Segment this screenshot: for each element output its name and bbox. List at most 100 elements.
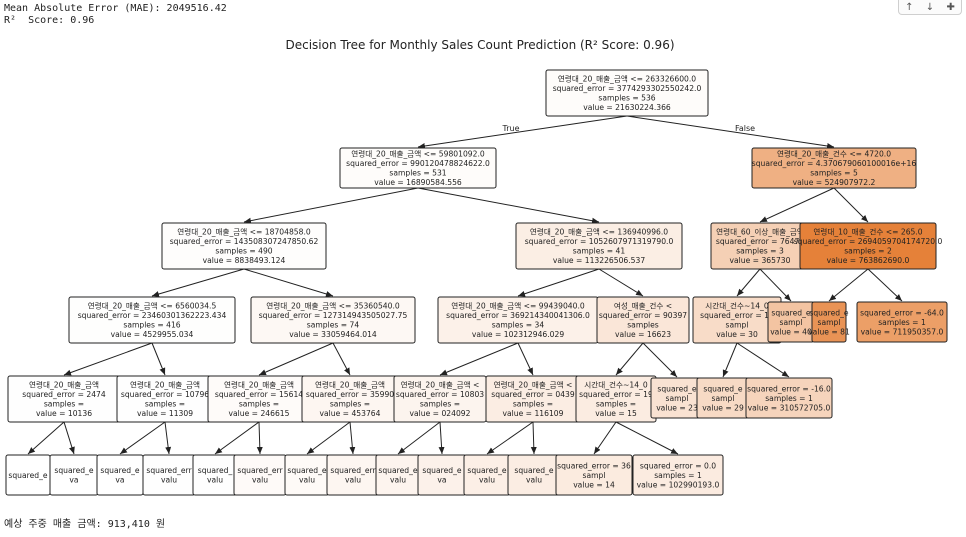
tree-edge xyxy=(615,342,644,376)
tree-node-line: samples = 74 xyxy=(307,321,360,330)
tree-node-line: samples = xyxy=(513,400,553,409)
tree-node-box xyxy=(545,69,709,117)
tree-edge xyxy=(306,421,351,455)
tree-node-line: samples = 3 xyxy=(736,247,784,256)
tree-node-line: value = 310572705.0 xyxy=(748,403,831,412)
tree-node-line: squared_e xyxy=(8,471,47,480)
tree-node: 여성_매출_건수 <squared_error = 90397samplesva… xyxy=(596,296,690,344)
tree-node-line: 연령대_20_매출_금액 < xyxy=(401,380,480,390)
tree-node-line: sampl xyxy=(780,318,803,327)
tree-node-line: 연령대_20_매출_금액 xyxy=(315,380,385,390)
tree-node-line: value = 23 xyxy=(656,403,698,412)
tree-node-line: valu xyxy=(526,476,542,485)
tree-node-line: squared_e xyxy=(422,466,461,475)
tree-node-box xyxy=(751,147,917,189)
tree-edge xyxy=(626,115,835,149)
tree-node-line: squared_e xyxy=(514,466,553,475)
tree-node-line: value = 116109 xyxy=(503,409,564,418)
tree-node-box xyxy=(68,296,236,344)
tree-edge xyxy=(867,268,903,302)
tree-node-box xyxy=(250,296,416,344)
tree-node-line: squared_e xyxy=(378,466,417,475)
tree-node-line: 시간대_건수~14_0 xyxy=(584,380,648,390)
arrow-down-icon[interactable]: ↓ xyxy=(925,1,935,13)
tree-node-line: value = 453764 xyxy=(320,409,381,418)
tree-node-line: 연령대_20_매출_금액 xyxy=(224,380,294,390)
tree-edge xyxy=(256,421,263,455)
pin-icon[interactable]: ✚ xyxy=(946,1,955,13)
tree-node-line: va xyxy=(115,476,124,485)
mae-metric: Mean Absolute Error (MAE): 2049516.42 xyxy=(4,3,227,14)
tree-node-line: squared_error = 1052607971319790.0 xyxy=(525,237,674,246)
tree-node-line: squared_error = 990120478824622.0 xyxy=(346,159,490,168)
tree-node-box xyxy=(161,222,327,270)
chart-title: Decision Tree for Monthly Sales Count Pr… xyxy=(285,38,674,52)
forecast-text: 예상 주중 매출 금액: 913,410 원 xyxy=(4,519,166,530)
tree-node-line: squared_err xyxy=(146,466,192,475)
tree-node: 연령대_20_매출_금액 <= 59801092.0squared_error … xyxy=(339,147,497,189)
tree-node-line: squared_e xyxy=(703,384,742,393)
tree-node-line: squared_error = 15614 xyxy=(215,390,303,399)
tree-node-line: squared_error = 0439 xyxy=(491,390,575,399)
tree-node-line: value = 21630224.366 xyxy=(583,103,671,112)
tree-node-line: samples = xyxy=(330,400,370,409)
tree-node: 연령대_20_매출_금액 <= 18704858.0squared_error … xyxy=(161,222,327,270)
tree-node-line: value = 763862690.0 xyxy=(827,256,910,265)
tree-edge xyxy=(243,187,419,224)
tree-node-line: value = 81 xyxy=(808,327,850,336)
tree-node-line: squared_error = 10796 xyxy=(121,390,209,399)
tree-node-line: va xyxy=(69,476,78,485)
tree-node-line: 연령대_20_매출_금액 xyxy=(130,380,200,390)
tree-node-line: squared_error = 23460301362223.434 xyxy=(78,311,227,320)
tree-edge xyxy=(63,421,75,455)
tree-node-line: squared_error = 3774293302550242.0 xyxy=(553,84,702,93)
tree-node-line: value = 16623 xyxy=(615,330,671,339)
tree-node: 연령대_20_매출_금액 <= 136940996.0squared_error… xyxy=(515,222,683,270)
tree-edge xyxy=(736,342,790,378)
tree-node-line: valu xyxy=(161,476,177,485)
tree-node-line: squared_error = -64.0 xyxy=(860,308,944,317)
tree-node-line: samples = 531 xyxy=(389,169,446,178)
tree-node-line: squared_error = 369214340041306.0 xyxy=(446,311,590,320)
tree-node-line: 시간대_건수~14_0 xyxy=(705,301,769,311)
tree-node-line: squared_error = 19 xyxy=(579,390,653,399)
tree-node-line: samples = 536 xyxy=(598,94,655,103)
tree-edge xyxy=(151,268,245,297)
tree-node-line: samples = xyxy=(596,400,636,409)
tree-node-line: 연령대_20_매출_금액 <= 59801092.0 xyxy=(351,149,485,159)
tree-edge xyxy=(119,421,166,455)
tree-node-line: samples = 34 xyxy=(492,321,545,330)
tree-edge xyxy=(642,342,678,378)
tree-node-line: samples = xyxy=(420,400,460,409)
arrow-up-icon[interactable]: ↑ xyxy=(905,1,914,13)
tree-edge xyxy=(258,342,334,376)
tree-node-line: samples = 490 xyxy=(215,247,272,256)
tree-node-line: value = 711950357.0 xyxy=(861,327,944,336)
tree-node: squared_eva xyxy=(417,454,467,496)
tree-node: squared_valu xyxy=(192,454,238,496)
tree-node-line: valu xyxy=(252,476,268,485)
tree-node-line: squared_error = 19 xyxy=(700,311,774,320)
tree-node-line: squared_error = 0.0 xyxy=(640,461,716,470)
tree-node-line: samples = 2 xyxy=(844,247,892,256)
tree-node-line: 연령대_20_매출_금액 <= 99439040.0 xyxy=(451,301,585,311)
tree-edge xyxy=(615,421,679,455)
tree-node-line: squared_e xyxy=(100,466,139,475)
tree-node-line: value = 102312946.029 xyxy=(472,330,564,339)
tree-node-box xyxy=(856,301,948,343)
tree-edge xyxy=(243,268,334,297)
tree-node-line: sampl xyxy=(726,321,749,330)
tree-node-line: sampl xyxy=(818,318,841,327)
